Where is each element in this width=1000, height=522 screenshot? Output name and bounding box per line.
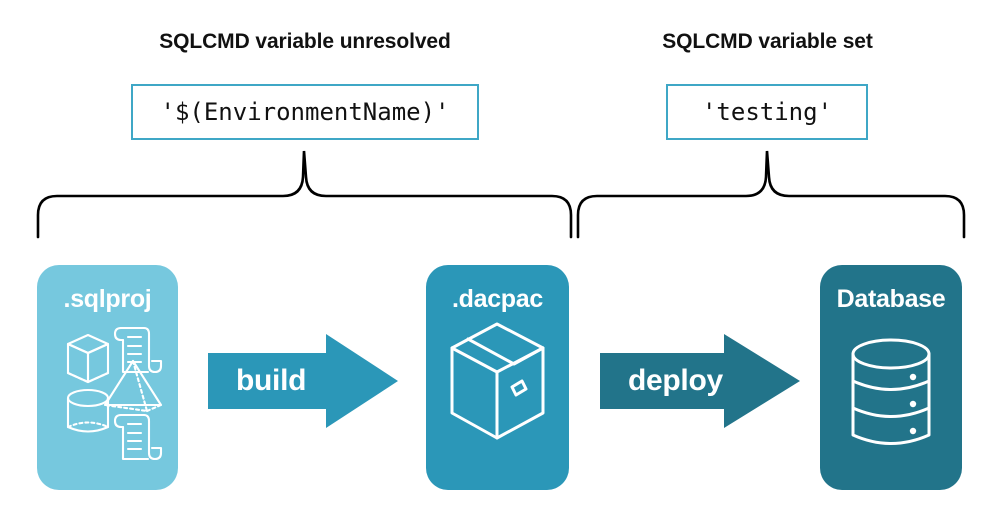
curly-brace-up-left-icon: [36, 150, 573, 239]
artifact-box-sqlproj: .sqlproj: [37, 265, 178, 490]
pyramid-icon: [103, 359, 163, 413]
code-value-right: 'testing': [701, 98, 833, 126]
annotation-title-right: SQLCMD variable set: [662, 30, 873, 53]
code-value-left: '$(EnvironmentName)': [160, 98, 450, 126]
artifact-box-dacpac: .dacpac: [426, 265, 569, 490]
package-box-icon: [450, 322, 545, 440]
arrow-right-icon: [600, 334, 800, 428]
cylinder-icon: [66, 388, 110, 433]
artifact-label-dacpac: .dacpac: [451, 285, 543, 313]
arrow-deploy-label: deploy: [628, 364, 723, 397]
annotation-title-left: SQLCMD variable unresolved: [159, 30, 451, 53]
code-value-box-right: 'testing': [666, 84, 868, 140]
database-artwork: [851, 338, 931, 445]
arrow-build-label: build: [236, 364, 307, 397]
arrow-deploy: deploy: [600, 332, 800, 430]
artifact-label-sqlproj: .sqlproj: [63, 285, 152, 313]
artifact-box-database: Database: [820, 265, 962, 490]
scroll-icon: [113, 326, 163, 374]
arrow-right-icon: [208, 334, 398, 428]
scroll-icon: [113, 413, 163, 461]
artifact-label-database: Database: [836, 285, 946, 313]
sqlproj-artwork: [66, 326, 163, 461]
cube-icon: [66, 333, 110, 384]
arrow-build: build: [208, 332, 398, 430]
code-value-box-left: '$(EnvironmentName)': [131, 84, 479, 140]
dacpac-artwork: [450, 322, 545, 440]
database-cylinder-icon: [851, 338, 931, 445]
curly-brace-up-right-icon: [576, 150, 966, 239]
